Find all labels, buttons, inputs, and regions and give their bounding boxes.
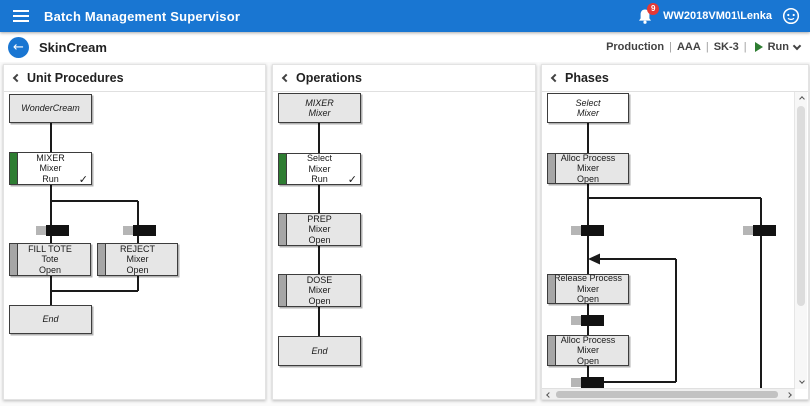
panel-operations: Operations MIXER Mixer Select Mixer Run … <box>272 64 536 400</box>
chevron-left-icon <box>12 73 22 83</box>
status-stripe <box>548 275 556 303</box>
node-mixer-operation[interactable]: MIXER Mixer <box>278 93 361 123</box>
status-stripe <box>98 244 106 275</box>
menu-icon[interactable] <box>13 10 31 22</box>
status-stripe-running <box>279 154 287 184</box>
play-icon <box>754 42 763 52</box>
chevron-left-icon <box>550 73 560 83</box>
node-fill-tote[interactable]: FILL TOTE Tote Open <box>9 243 91 276</box>
notification-badge: 9 <box>647 2 660 15</box>
panel-phases: Phases Select Mixer Alloc Process Mixer … <box>541 64 809 400</box>
context-area: Production <box>606 41 665 53</box>
back-arrow-icon: ← <box>13 39 24 55</box>
context-separator: | <box>669 41 672 53</box>
user-name: WW2018VM01\Lenka <box>663 10 772 22</box>
chevron-down-icon[interactable] <box>792 41 802 50</box>
transition-marker[interactable] <box>571 315 604 326</box>
node-wondercream[interactable]: WonderCream <box>9 94 92 123</box>
node-end[interactable]: End <box>9 305 92 334</box>
scroll-down-arrow[interactable] <box>795 376 808 389</box>
context-batch: SK-3 <box>713 41 739 53</box>
recipe-title: SkinCream <box>39 39 107 55</box>
transition-marker[interactable] <box>571 225 604 236</box>
status-stripe <box>548 336 556 365</box>
node-alloc-process-1[interactable]: Alloc Process Mixer Open <box>547 153 629 184</box>
node-select[interactable]: Select Mixer Run ✓ <box>278 153 361 185</box>
batch-context[interactable]: Production | AAA | SK-3 | Run <box>606 41 810 53</box>
scroll-left-arrow[interactable] <box>542 389 555 399</box>
check-icon: ✓ <box>347 172 357 186</box>
status-stripe-running <box>10 153 18 184</box>
context-unit: AAA <box>676 41 701 53</box>
back-button[interactable]: ← <box>8 36 29 58</box>
node-mixer[interactable]: MIXER Mixer Run ✓ <box>9 152 92 185</box>
status-stripe <box>279 275 287 306</box>
node-dose[interactable]: DOSE Mixer Open <box>278 274 361 307</box>
status-stripe <box>10 244 18 275</box>
operations-chart: MIXER Mixer Select Mixer Run ✓ PREP Mixe… <box>273 92 535 399</box>
panel-header-unit-procedures[interactable]: Unit Procedures <box>4 65 265 92</box>
chevron-left-icon <box>545 391 552 398</box>
context-separator: | <box>705 41 709 53</box>
status-stripe <box>279 214 287 245</box>
app-bar: Batch Management Supervisor 9 WW2018VM01… <box>0 0 810 32</box>
panel-title: Unit Procedures <box>27 71 124 85</box>
node-end[interactable]: End <box>278 336 361 366</box>
toolbar: ← SkinCream Production | AAA | SK-3 | Ru… <box>0 32 810 62</box>
unit-procedures-chart: WonderCream MIXER Mixer Run ✓ FILL TOTE … <box>4 92 265 399</box>
node-reject[interactable]: REJECT Mixer Open <box>97 243 178 276</box>
phases-chart: Select Mixer Alloc Process Mixer Open Re… <box>542 92 808 399</box>
status-stripe <box>548 154 556 183</box>
vertical-scrollbar[interactable] <box>794 92 807 389</box>
chevron-left-icon <box>281 73 291 83</box>
horizontal-scroll-thumb[interactable] <box>556 391 778 398</box>
chevron-down-icon <box>798 378 805 384</box>
node-alloc-process-2[interactable]: Alloc Process Mixer Open <box>547 335 629 366</box>
horizontal-scrollbar[interactable] <box>542 388 795 399</box>
user-avatar-icon[interactable] <box>782 7 800 25</box>
transition-marker[interactable] <box>123 225 156 236</box>
vertical-scroll-thumb[interactable] <box>797 106 805 306</box>
app-title: Batch Management Supervisor <box>44 8 241 24</box>
context-separator: | <box>743 41 747 53</box>
panel-header-operations[interactable]: Operations <box>273 65 535 92</box>
chevron-right-icon <box>785 391 792 398</box>
transition-marker[interactable] <box>571 377 604 388</box>
node-select-phase[interactable]: Select Mixer <box>547 93 629 123</box>
node-release-process[interactable]: Release Process Mixer Open <box>547 273 629 304</box>
check-icon: ✓ <box>78 172 88 186</box>
panel-unit-procedures: Unit Procedures WonderCream MIXER Mixer … <box>3 64 266 400</box>
transition-marker[interactable] <box>36 225 69 236</box>
transition-marker[interactable] <box>743 225 776 236</box>
run-state-label: Run <box>767 41 789 53</box>
chevron-up-icon <box>798 95 805 102</box>
panel-header-phases[interactable]: Phases <box>542 65 808 92</box>
scroll-up-arrow[interactable] <box>795 92 808 105</box>
panel-title: Operations <box>296 71 362 85</box>
panel-title: Phases <box>565 71 609 85</box>
node-prep[interactable]: PREP Mixer Open <box>278 213 361 246</box>
scroll-right-arrow[interactable] <box>782 389 795 399</box>
notifications-button[interactable]: 9 <box>637 2 660 25</box>
